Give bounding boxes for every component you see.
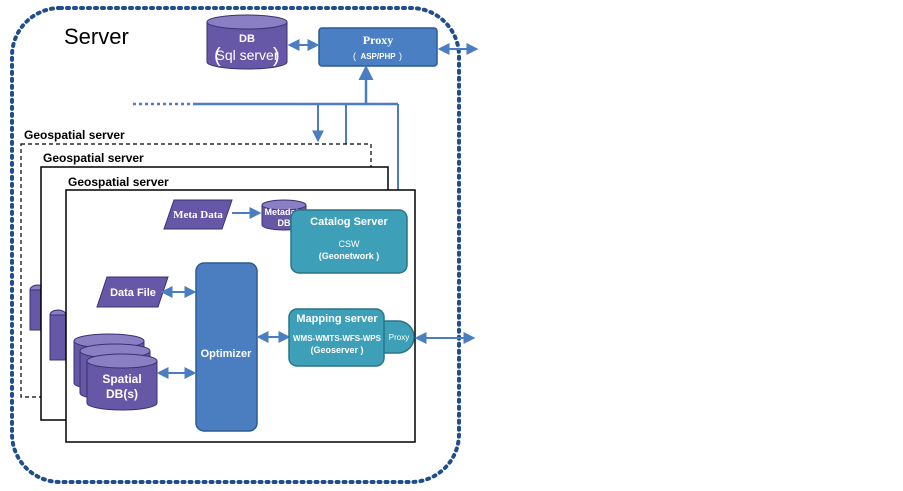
datafile-label: Data File — [110, 287, 156, 299]
proxy-paren-right: ) — [399, 51, 402, 61]
catalog-server-box: Catalog Server CSW (Geonetwork ) — [290, 209, 408, 274]
metadata-db-line1: Metadata — [264, 207, 304, 217]
spatial-db-line1: Spatial — [102, 372, 141, 386]
catalog-line2: (Geonetwork ) — [319, 251, 380, 261]
metadata-parallelogram: Meta Data — [163, 199, 233, 230]
proxy-subtitle: ASP/PHP — [360, 52, 396, 61]
sql-db-line1: DB — [239, 33, 255, 45]
metadata-db-line2: DB — [278, 218, 291, 228]
spatial-db-stack: Spatial DB(s) — [73, 333, 158, 411]
mapping-title: Mapping server — [296, 313, 378, 325]
sql-db-cylinder: DB Sql server ( ) — [206, 14, 288, 70]
mapping-line1: WMS-WMTS-WFS-WPS — [293, 334, 382, 343]
metadata-label: Meta Data — [173, 209, 223, 221]
optimizer-box: Optimizer — [195, 262, 258, 432]
sql-db-line2: Sql server — [215, 47, 278, 63]
datafile-parallelogram: Data File — [96, 276, 169, 308]
catalog-title: Catalog Server — [310, 216, 388, 228]
geospatial-label-back: Geospatial server — [24, 128, 125, 142]
catalog-line1: CSW — [339, 239, 361, 249]
sql-db-paren-left: ( — [214, 45, 221, 67]
middle-db-hint-body — [49, 314, 67, 361]
proxy-paren-left: ( — [353, 51, 356, 61]
mapping-proxy-label: Proxy — [389, 333, 409, 342]
optimizer-label: Optimizer — [201, 348, 252, 360]
mapping-line2: (Geoserver ) — [310, 345, 363, 355]
proxy-box: Proxy ASP/PHP ( ) — [318, 27, 438, 67]
server-title: Server — [64, 24, 129, 49]
server-boundary — [10, 6, 461, 484]
mapping-server-box: Mapping server WMS-WMTS-WFS-WPS (Geoserv… — [288, 308, 415, 367]
sql-db-paren-right: ) — [273, 45, 280, 67]
geospatial-label-middle: Geospatial server — [43, 151, 144, 165]
proxy-title: Proxy — [363, 33, 393, 47]
geospatial-label-front: Geospatial server — [68, 175, 169, 189]
spatial-db-line2: DB(s) — [106, 387, 138, 401]
